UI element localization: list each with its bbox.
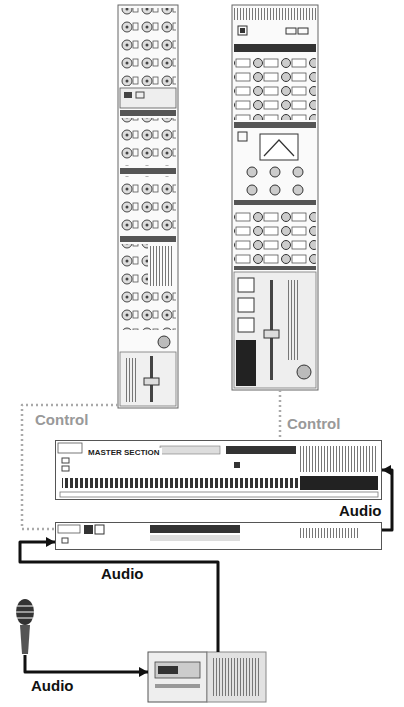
control-connector: [279, 390, 282, 440]
audio-interface-panel: [55, 522, 382, 550]
connector-label: Control: [286, 416, 341, 432]
arrowhead: [139, 667, 148, 677]
audio-connector: [25, 655, 148, 672]
hardware-interface: [148, 652, 266, 702]
connector-label: Audio: [30, 678, 75, 694]
microphone: [12, 598, 38, 655]
arrowhead: [382, 465, 391, 475]
connector-label: Audio: [100, 566, 145, 582]
connector-label: Control: [34, 412, 89, 428]
device-title: MASTER SECTION: [86, 448, 162, 457]
rack-strip: [232, 5, 318, 390]
control-connector: [22, 405, 118, 529]
audio-connector: [20, 542, 218, 652]
arrowhead: [46, 537, 55, 547]
master-section: MASTER SECTION: [55, 440, 382, 500]
rack-strip: [118, 5, 178, 408]
audio-connector: [382, 470, 392, 530]
connector-label: Audio: [338, 503, 383, 519]
